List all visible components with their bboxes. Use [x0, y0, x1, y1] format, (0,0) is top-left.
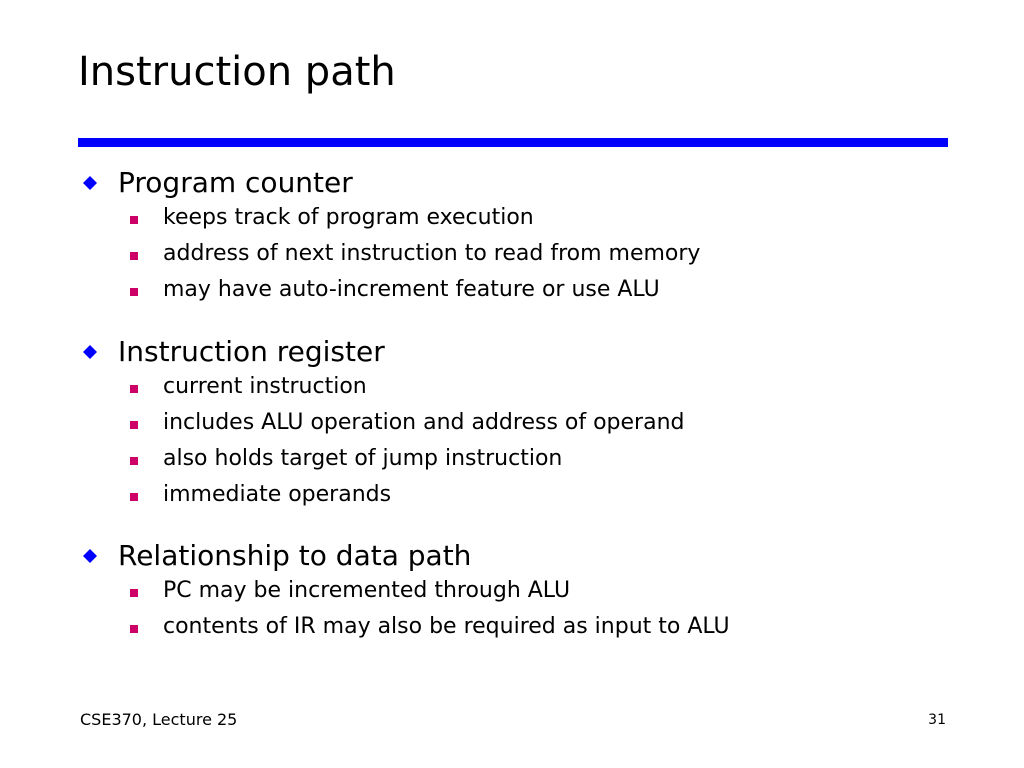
square-icon — [130, 625, 138, 633]
sub-bullet-text: immediate operands — [163, 482, 392, 507]
main-bullet: Relationship to data path — [80, 539, 980, 575]
sub-bullet: contents of IR may also be required as i… — [80, 611, 980, 647]
sub-bullet-text: contents of IR may also be required as i… — [163, 614, 730, 639]
diamond-icon — [83, 549, 97, 563]
sub-bullet-text: may have auto-increment feature or use A… — [163, 277, 660, 302]
section-relationship-to-data-path: Relationship to data path PC may be incr… — [80, 539, 980, 647]
slide-title: Instruction path — [78, 49, 396, 95]
main-bullet: Program counter — [80, 166, 980, 202]
diamond-icon — [83, 345, 97, 359]
sub-bullet: includes ALU operation and address of op… — [80, 407, 980, 443]
sub-bullet-text: keeps track of program execution — [163, 205, 534, 230]
sub-bullet: PC may be incremented through ALU — [80, 575, 980, 611]
sub-bullet-text: includes ALU operation and address of op… — [163, 410, 685, 435]
sub-bullet: address of next instruction to read from… — [80, 238, 980, 274]
sub-bullet: keeps track of program execution — [80, 202, 980, 238]
square-icon — [130, 421, 138, 429]
main-bullet-text: Relationship to data path — [118, 539, 472, 572]
main-bullet-text: Instruction register — [118, 335, 385, 368]
square-icon — [130, 457, 138, 465]
footer-course-label: CSE370, Lecture 25 — [80, 710, 238, 729]
main-bullet-text: Program counter — [118, 166, 353, 199]
square-icon — [130, 252, 138, 260]
square-icon — [130, 385, 138, 393]
square-icon — [130, 216, 138, 224]
sub-bullet: immediate operands — [80, 479, 980, 515]
title-rule — [78, 138, 948, 147]
square-icon — [130, 288, 138, 296]
section-program-counter: Program counter keeps track of program e… — [80, 166, 980, 310]
sub-bullet: also holds target of jump instruction — [80, 443, 980, 479]
main-bullet: Instruction register — [80, 335, 980, 371]
slide-number: 31 — [928, 712, 946, 728]
sub-bullet: current instruction — [80, 371, 980, 407]
section-instruction-register: Instruction register current instruction… — [80, 335, 980, 515]
sub-bullet-text: also holds target of jump instruction — [163, 446, 563, 471]
sub-bullet: may have auto-increment feature or use A… — [80, 274, 980, 310]
sub-bullet-text: current instruction — [163, 374, 367, 399]
sub-bullet-text: PC may be incremented through ALU — [163, 578, 571, 603]
square-icon — [130, 589, 138, 597]
diamond-icon — [83, 176, 97, 190]
sub-bullet-text: address of next instruction to read from… — [163, 241, 701, 266]
square-icon — [130, 493, 138, 501]
